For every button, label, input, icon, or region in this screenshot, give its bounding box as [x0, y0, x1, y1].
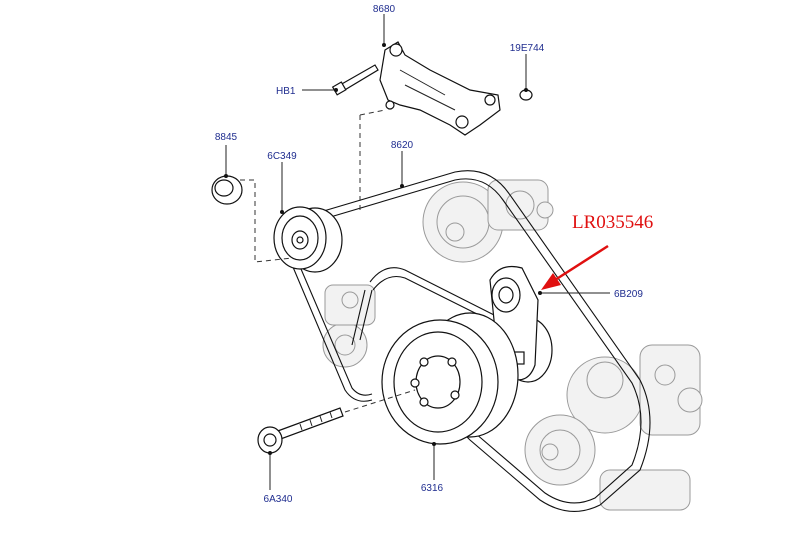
drive-belt-8620 [289, 170, 651, 512]
callout-lr035546: LR035546 [572, 212, 653, 233]
highlight-arrow [541, 244, 609, 290]
callout-8845: 8845 [215, 132, 238, 143]
compressor-bg [524, 344, 703, 511]
bracket-8680 [379, 41, 501, 136]
alternator-pulley-bg [422, 179, 554, 263]
background-engine [322, 179, 703, 511]
callout-8680: 8680 [373, 4, 396, 15]
callout-6b209: 6B209 [614, 289, 643, 300]
leader-dots [224, 43, 542, 455]
callout-hb1: HB1 [276, 86, 296, 97]
callout-19e744: 19E744 [510, 43, 545, 54]
callout-6316: 6316 [421, 483, 444, 494]
callout-6a340: 6A340 [264, 494, 293, 505]
cap-8845 [211, 175, 243, 205]
leader-lines [225, 14, 610, 490]
idler-pulley-6c349 [273, 206, 343, 273]
crank-pulley-6316 [381, 312, 519, 445]
callout-6c349: 6C349 [267, 151, 297, 162]
callout-8620: 8620 [391, 140, 414, 151]
bolt-hb1 [331, 64, 379, 96]
callouts: 8680 19E744 HB1 8845 6C349 8620 LR035546… [215, 4, 653, 505]
water-pump-bg [322, 284, 376, 368]
alignment-lines [240, 109, 416, 413]
bolt-6a340 [257, 407, 344, 454]
